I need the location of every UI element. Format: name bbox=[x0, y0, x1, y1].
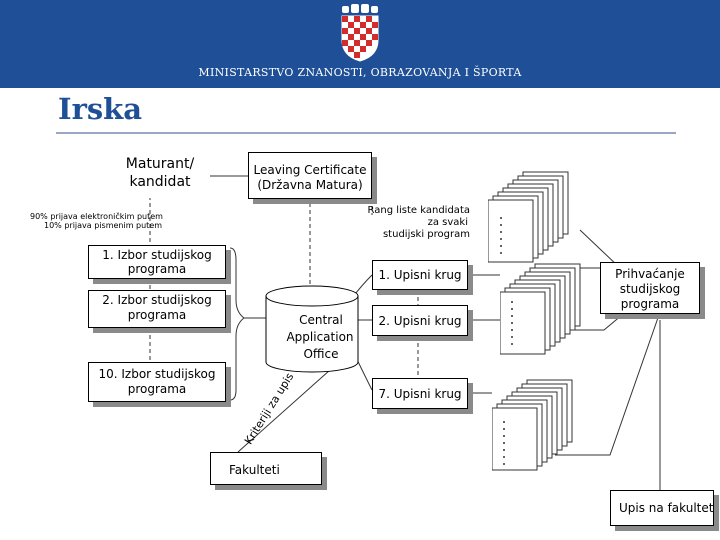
acceptance-line1: Prihvaćanje bbox=[615, 267, 685, 281]
leaving-line2: (Državna Matura) bbox=[257, 178, 363, 192]
choice-2-line2: programa bbox=[127, 308, 187, 322]
header-banner: MINISTARSTVO ZNANOSTI, OBRAZOVANJA I ŠPO… bbox=[0, 0, 720, 88]
slide-title: Irska bbox=[58, 92, 143, 126]
round-2-box: 2. Upisni krug bbox=[372, 305, 468, 336]
choice-10-line2: programa bbox=[127, 382, 187, 396]
acceptance-line3: programa bbox=[620, 297, 680, 311]
application-note-line1: 90% prijava elektroničkim putem bbox=[30, 212, 163, 221]
enrollment-label: Upis na fakultet bbox=[619, 501, 714, 515]
leaving-line1: Leaving Certificate bbox=[253, 163, 367, 177]
croatian-coat-of-arms-icon bbox=[341, 4, 379, 62]
central-application-office-cylinder bbox=[265, 285, 359, 373]
rank-list-stack-7 bbox=[492, 379, 573, 471]
round-7-box: 7. Upisni krug bbox=[372, 378, 468, 409]
maturant-line2: kandidat bbox=[129, 174, 191, 190]
cao-line2: Application bbox=[286, 330, 354, 344]
connector-cao-faculties bbox=[237, 369, 331, 453]
rank-list-line3: studijski program bbox=[382, 229, 470, 240]
choice-2-line1: 2. Izbor studijskog bbox=[102, 293, 212, 307]
choice-1-line2: programa bbox=[127, 262, 187, 276]
cao-line1: Central bbox=[299, 313, 343, 327]
choice-1-box: 1. Izbor studijskog programa bbox=[88, 245, 226, 279]
round-1-box: 1. Upisni krug bbox=[372, 260, 468, 290]
leaving-certificate-box: Leaving Certificate (Državna Matura) bbox=[248, 152, 372, 199]
cao-line3: Office bbox=[303, 347, 339, 361]
maturant-line1: Maturant/ bbox=[125, 156, 195, 172]
faculties-label: Fakulteti bbox=[229, 463, 280, 477]
enrollment-box: Upis na fakultet bbox=[610, 490, 714, 526]
acceptance-line2: studijskog bbox=[619, 282, 681, 296]
choice-1-line1: 1. Izbor studijskog bbox=[102, 248, 212, 262]
rank-list-stack-2 bbox=[500, 263, 581, 355]
choices-brace bbox=[229, 247, 245, 401]
title-divider bbox=[56, 132, 676, 134]
application-note-line2: 10% prijava pismenim putem bbox=[44, 221, 163, 230]
choice-10-box: 10. Izbor studijskog programa bbox=[88, 362, 226, 402]
round-2-label: 2. Upisni krug bbox=[378, 314, 462, 328]
round-1-label: 1. Upisni krug bbox=[378, 268, 462, 282]
ministry-title: MINISTARSTVO ZNANOSTI, OBRAZOVANJA I ŠPO… bbox=[198, 66, 522, 79]
acceptance-box: Prihvaćanje studijskog programa bbox=[600, 262, 700, 314]
choice-10-line1: 10. Izbor studijskog bbox=[98, 367, 216, 381]
round-7-label: 7. Upisni krug bbox=[378, 387, 462, 401]
maturant-box: Maturant/ kandidat bbox=[110, 152, 210, 198]
rank-list-line2: za svaki bbox=[427, 217, 468, 228]
rank-list-line1: Rang liste kandidata bbox=[367, 205, 470, 216]
faculties-box: Fakulteti bbox=[210, 452, 322, 485]
rank-list-stack-1 bbox=[488, 171, 569, 263]
choice-2-box: 2. Izbor studijskog programa bbox=[88, 290, 226, 328]
